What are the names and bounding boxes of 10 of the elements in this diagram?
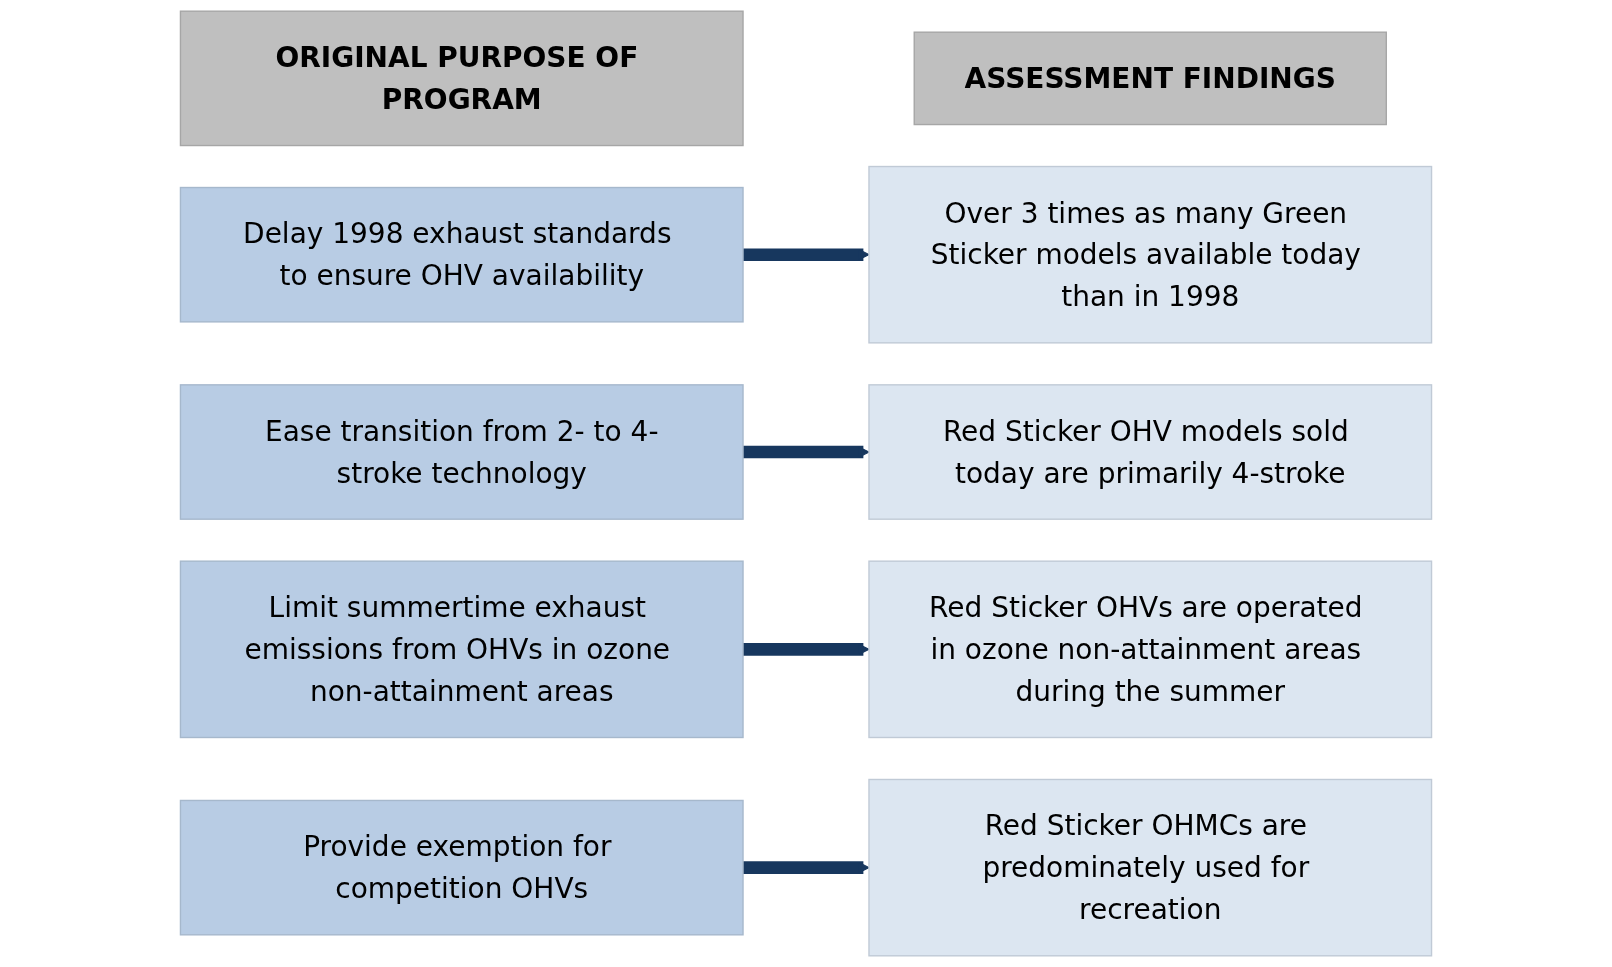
node-box: Delay 1998 exhaust standards to ensure OHV availability	[179, 186, 744, 323]
node-box: Over 3 times as many Green Sticker models available today than in 1998	[868, 165, 1433, 344]
node-box: ORIGINAL PURPOSE OF PROGRAM	[179, 10, 744, 147]
node-box: Red Sticker OHVs are operated in ozone non-attainment areas during the summer	[868, 560, 1433, 739]
node-box: Provide exemption for competition OHVs	[179, 799, 744, 936]
node-box: Limit summertime exhaust emissions from OHVs in ozone non-attainment areas	[179, 560, 744, 739]
node-box: Ease transition from 2- to 4-stroke technology	[179, 384, 744, 520]
node-box: Red Sticker OHV models sold today are primarily 4-stroke	[868, 384, 1433, 520]
node-box: ASSESSMENT FINDINGS	[913, 31, 1387, 126]
node-box: Red Sticker OHMCs are predominately used for recreation	[868, 778, 1433, 957]
